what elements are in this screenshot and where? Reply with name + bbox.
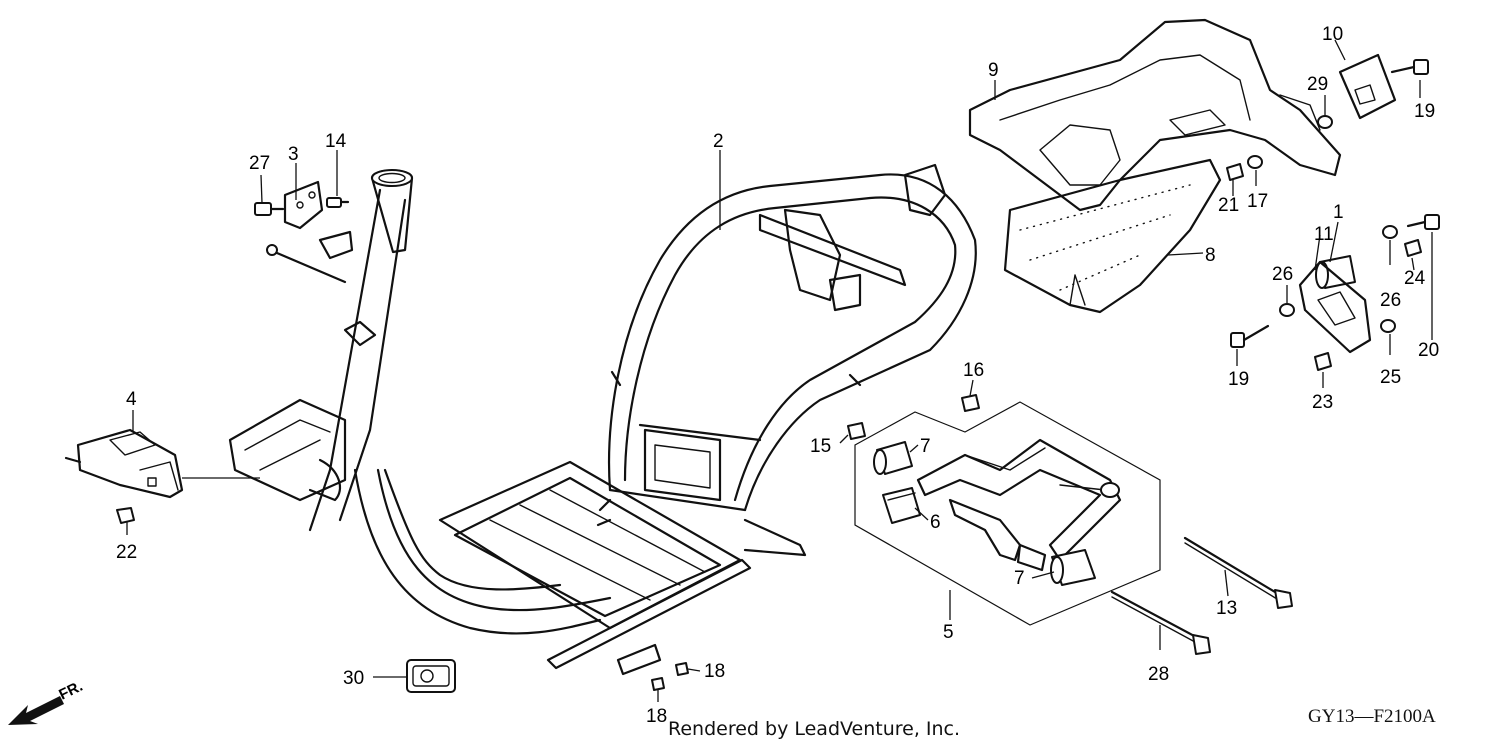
callout-14: 14 <box>325 131 347 152</box>
bolt-part-13[interactable] <box>1183 536 1293 609</box>
callout-26-right: 26 <box>1380 290 1401 311</box>
nut-part-15[interactable] <box>847 422 866 440</box>
callout-21: 21 <box>1218 195 1239 216</box>
bolt-part-14[interactable] <box>326 197 350 208</box>
callout-1: 1 <box>1333 202 1344 223</box>
callout-30: 30 <box>343 668 364 689</box>
plate-part-10[interactable] <box>1338 53 1397 120</box>
callout-25: 25 <box>1380 367 1401 388</box>
callout-22: 22 <box>116 542 137 563</box>
washer-part-17[interactable] <box>1247 155 1263 169</box>
main-frame[interactable] <box>228 163 977 670</box>
callout-24: 24 <box>1404 268 1426 289</box>
callout-18-bottom: 18 <box>646 706 667 727</box>
callout-3: 3 <box>288 144 299 165</box>
callout-2: 2 <box>713 131 724 152</box>
callout-7-upper: 7 <box>920 436 931 457</box>
nut-part-24[interactable] <box>1404 239 1422 257</box>
stopper-part-6[interactable] <box>882 487 921 524</box>
callout-13: 13 <box>1216 598 1237 619</box>
callout-4: 4 <box>126 389 137 410</box>
inner-fender-part-9[interactable] <box>968 18 1342 212</box>
clip-part-18-bottom[interactable] <box>651 677 665 691</box>
nut-part-21[interactable] <box>1226 163 1244 181</box>
bolt-part-28[interactable] <box>1110 590 1211 655</box>
clip-part-18-plate[interactable] <box>616 643 662 676</box>
callout-6: 6 <box>930 512 941 533</box>
bushing-part-1[interactable] <box>1315 255 1356 289</box>
callout-17: 17 <box>1247 191 1268 212</box>
callout-15: 15 <box>810 436 831 457</box>
callout-26-left: 26 <box>1272 264 1293 285</box>
nut-part-23[interactable] <box>1314 352 1332 371</box>
callout-23: 23 <box>1312 392 1333 413</box>
callout-19-lower: 19 <box>1228 369 1249 390</box>
bushing-part-7-upper[interactable] <box>873 441 913 475</box>
nut-part-16[interactable] <box>961 394 980 412</box>
callout-16: 16 <box>963 360 984 381</box>
callout-11: 11 <box>1314 224 1334 245</box>
label-part-30[interactable] <box>406 659 456 693</box>
callout-7-lower: 7 <box>1014 568 1025 589</box>
bracket-part-11[interactable] <box>1298 260 1372 354</box>
callout-labels: 2 3 14 27 4 22 9 8 10 29 19 21 17 1 11 2… <box>116 24 1439 727</box>
clip-part-18-right[interactable] <box>675 662 689 676</box>
bolt-part-19-lower[interactable] <box>1230 324 1270 348</box>
plate-part-3[interactable] <box>283 180 324 230</box>
bolt-part-27[interactable] <box>254 202 285 216</box>
callout-18-right: 18 <box>704 661 725 682</box>
diagram-code: GY13—F2100A <box>1308 706 1436 727</box>
callout-10: 10 <box>1322 24 1343 45</box>
callout-8: 8 <box>1205 245 1216 266</box>
render-credit: Rendered by LeadVenture, Inc. <box>668 718 961 740</box>
washer-part-25[interactable] <box>1380 319 1396 333</box>
front-direction-arrow: FR. <box>8 678 85 725</box>
callout-20: 20 <box>1418 340 1439 361</box>
callout-29: 29 <box>1307 74 1328 95</box>
callout-5: 5 <box>943 622 954 643</box>
washer-part-26-right[interactable] <box>1382 225 1398 239</box>
bolt-part-20[interactable] <box>1406 214 1440 230</box>
engine-hanger-assy-part-5[interactable] <box>854 401 1161 626</box>
nut-part-22[interactable] <box>116 507 135 524</box>
arrow-icon <box>8 696 64 725</box>
callout-27: 27 <box>249 153 270 174</box>
splash-guard-part-8[interactable] <box>1003 158 1222 314</box>
washer-part-26-left[interactable] <box>1279 303 1295 317</box>
callout-19-top: 19 <box>1414 101 1435 122</box>
bolt-part-19-top[interactable] <box>1390 59 1429 75</box>
leader-lines <box>126 39 1433 702</box>
washer-part-29[interactable] <box>1317 115 1333 129</box>
callout-28: 28 <box>1148 664 1169 685</box>
callout-9: 9 <box>988 60 999 81</box>
bracket-part-4[interactable] <box>64 428 184 499</box>
bushing-part-7-lower[interactable] <box>1050 549 1096 586</box>
